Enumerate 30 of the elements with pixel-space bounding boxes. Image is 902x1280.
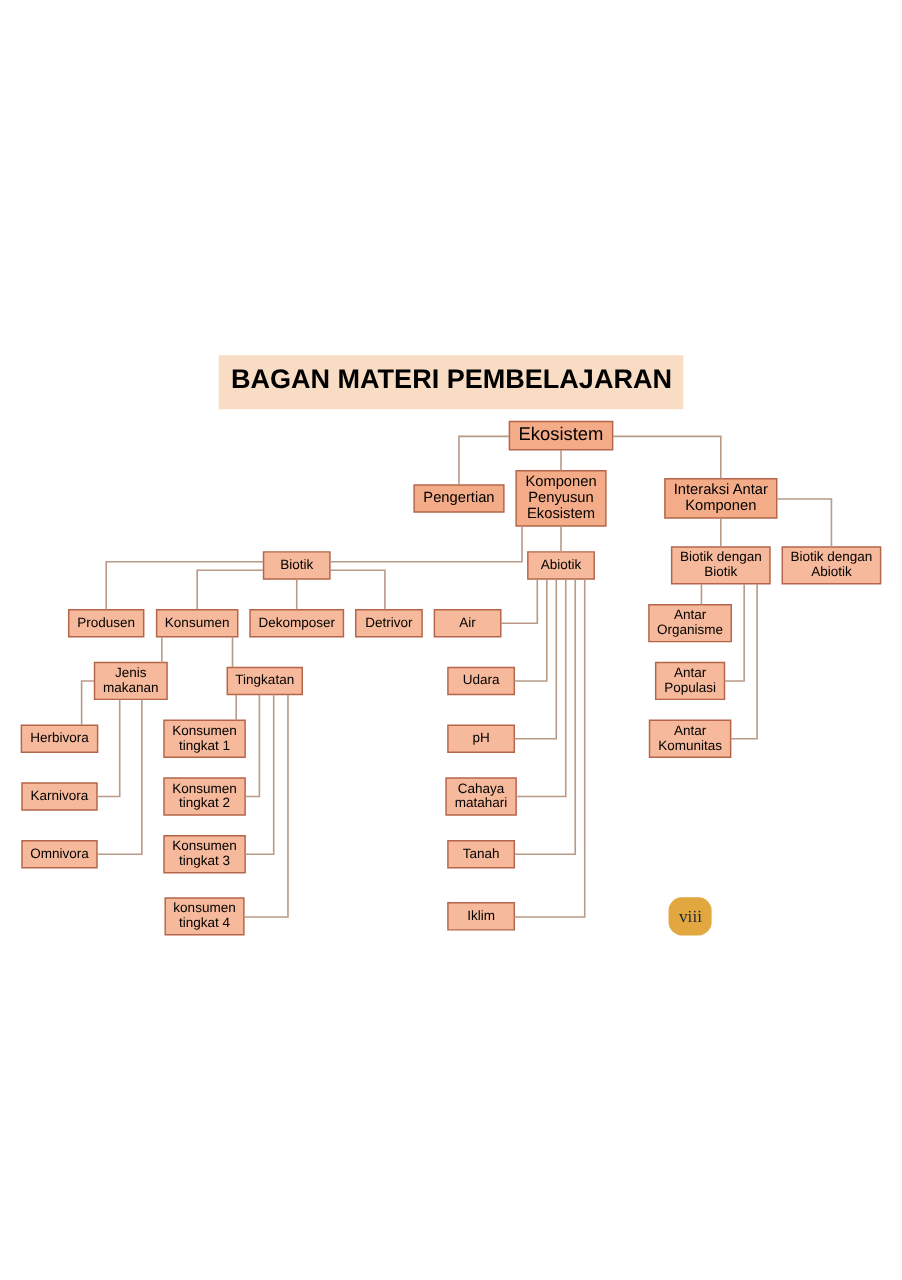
connector (560, 524, 562, 552)
connector (105, 559, 264, 610)
connector (80, 679, 95, 725)
connector (243, 692, 289, 917)
connector (513, 577, 548, 681)
connector (560, 448, 562, 471)
connector (231, 635, 234, 667)
connector (612, 434, 722, 479)
connector (244, 692, 261, 797)
connector (720, 516, 722, 547)
connector (513, 577, 586, 917)
connector (700, 582, 703, 605)
connector (723, 582, 745, 681)
connector (513, 577, 558, 739)
connector (161, 635, 163, 663)
connector (515, 577, 567, 797)
node-box: Ekosistem (508, 419, 614, 450)
connector (776, 497, 833, 547)
connector (235, 693, 237, 721)
diagram-title: BAGAN MATERI PEMBELAJARAN (230, 362, 672, 393)
label: viii (679, 904, 702, 925)
connector (96, 697, 143, 855)
connector (295, 577, 298, 610)
connector (513, 577, 577, 855)
connector (196, 568, 264, 610)
connector (329, 524, 523, 562)
connector (500, 577, 539, 623)
connector (244, 692, 275, 855)
connector (329, 568, 386, 610)
connector (458, 434, 510, 485)
